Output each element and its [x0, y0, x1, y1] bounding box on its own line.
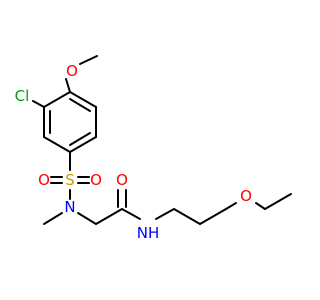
bond-ring-4: [43, 136, 71, 153]
bond-c4-c5: [264, 193, 292, 210]
bond-methyl-o: [79, 55, 98, 65]
bond-nh-c1: [155, 208, 175, 220]
bond-o-ring: [65, 78, 71, 93]
atom-chlorine: Cl: [15, 87, 30, 105]
bond-ring-double-b: [69, 132, 91, 146]
molecule-diagram: O Cl S O O N O NH O: [14, 55, 292, 242]
atom-oxygen-methoxy: O: [66, 62, 78, 80]
atom-oxygen-sulfonyl-left: O: [38, 171, 50, 189]
atom-oxygen-sulfonyl-right: O: [90, 171, 102, 189]
bond-c1-c2: [173, 208, 201, 225]
bond-c3-o: [225, 202, 237, 210]
bond-ring-double-a: [69, 98, 91, 112]
bond-ring-1: [69, 91, 97, 108]
bond-o-c4: [255, 202, 266, 210]
atom-oxygen-ether: O: [240, 187, 252, 205]
atom-sulfur: S: [65, 171, 75, 189]
atom-nitrogen-sulfonamide: N: [64, 198, 75, 216]
bond-n-ch2: [77, 212, 97, 225]
atom-nitrogen-amide: NH: [137, 224, 160, 242]
bond-c2-c3: [199, 208, 227, 225]
bond-ring-cl: [32, 100, 45, 108]
structure-svg: O Cl S O O N O NH O: [15, 55, 292, 242]
bond-ring-3: [69, 136, 97, 153]
bond-ch2-co: [95, 208, 123, 225]
bond-n-methyl: [43, 212, 63, 225]
bond-co-nh: [121, 208, 141, 220]
atom-oxygen-carbonyl: O: [116, 171, 128, 189]
bond-ring-6: [43, 91, 71, 108]
